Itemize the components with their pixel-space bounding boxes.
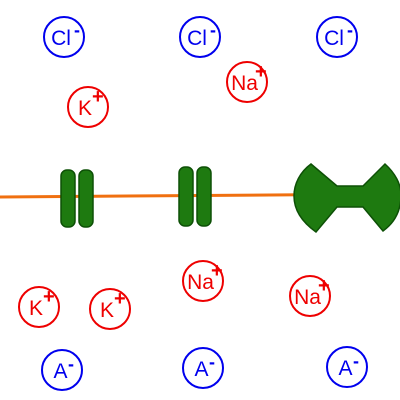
potassium-ion: K + bbox=[89, 288, 131, 330]
ion-channel-icon bbox=[60, 169, 94, 228]
ion-symbol: Cl bbox=[187, 27, 207, 50]
potassium-ion: K + bbox=[67, 86, 109, 128]
sodium-ion: Na + bbox=[226, 61, 268, 103]
ion-symbol: Na bbox=[294, 286, 321, 309]
ion-symbol: K bbox=[77, 97, 92, 120]
potassium-ion: K + bbox=[18, 286, 60, 328]
ion-charge: - bbox=[68, 354, 74, 374]
ion-charge: + bbox=[92, 86, 104, 108]
ion-symbol: K bbox=[99, 299, 114, 322]
ion-charge: + bbox=[211, 260, 223, 282]
sodium-ion: Na + bbox=[182, 260, 224, 302]
chloride-ion: Cl - bbox=[43, 16, 85, 58]
ion-symbol: Na bbox=[231, 72, 258, 95]
ion-charge: + bbox=[43, 286, 55, 308]
ion-symbol: Cl bbox=[51, 27, 71, 50]
ion-charge: - bbox=[210, 20, 216, 40]
ion-channel-icon bbox=[178, 166, 212, 227]
ion-charge: - bbox=[209, 352, 215, 372]
anion: A - bbox=[41, 349, 83, 391]
ion-charge: - bbox=[347, 20, 353, 40]
anion: A - bbox=[326, 346, 368, 388]
ion-symbol: Na bbox=[187, 271, 214, 294]
sodium-ion: Na + bbox=[289, 275, 331, 317]
ion-charge: + bbox=[318, 275, 330, 297]
ion-symbol: A bbox=[194, 358, 209, 381]
chloride-ion: Cl - bbox=[316, 16, 358, 58]
chloride-ion: Cl - bbox=[179, 16, 221, 58]
ion-charge: + bbox=[255, 61, 267, 83]
ion-pump-icon bbox=[293, 162, 400, 234]
ion-symbol: Cl bbox=[324, 27, 344, 50]
ion-charge: - bbox=[353, 351, 359, 371]
ion-charge: - bbox=[74, 20, 80, 40]
ion-symbol: A bbox=[338, 357, 353, 380]
ion-charge: + bbox=[114, 288, 126, 310]
ion-symbol: K bbox=[28, 297, 43, 320]
anion: A - bbox=[182, 347, 224, 389]
ion-symbol: A bbox=[53, 360, 68, 383]
